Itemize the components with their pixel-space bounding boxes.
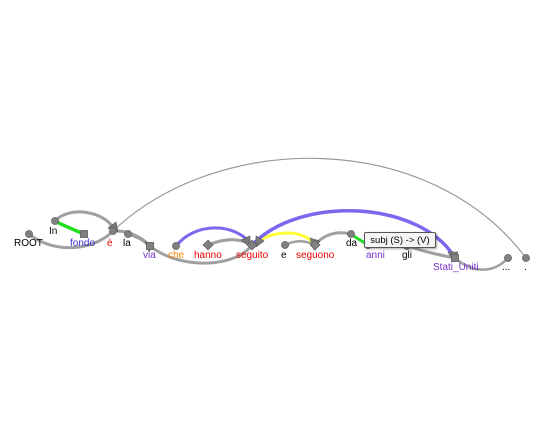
token-label-anni[interactable]: anni	[366, 250, 385, 261]
token-label-punct[interactable]: ...	[502, 262, 510, 273]
token-node-stati-uniti[interactable]	[451, 254, 459, 262]
token-label-via[interactable]: via	[143, 250, 156, 261]
token-node-in[interactable]	[51, 217, 59, 225]
edge-in-e[interactable]	[53, 210, 115, 230]
edge-root-e[interactable]	[27, 229, 115, 249]
edge-stati-seguito[interactable]	[250, 208, 457, 260]
token-node-punct[interactable]	[522, 254, 530, 262]
edge-fondo-in[interactable]	[53, 219, 86, 236]
token-node-la[interactable]	[124, 230, 132, 238]
token-node-seguono[interactable]	[309, 239, 321, 251]
token-node-root[interactable]	[25, 230, 33, 238]
token-label-stati-uniti[interactable]: Stati_Uniti	[433, 262, 479, 273]
token-node-che[interactable]	[172, 242, 180, 250]
token-node-via[interactable]	[146, 242, 154, 250]
arrowhead-seguito-right	[255, 235, 265, 248]
edge-stati-ellipsis[interactable]	[453, 256, 510, 271]
token-node-fondo[interactable]	[80, 230, 88, 238]
token-label-hanno[interactable]: hanno	[194, 250, 222, 261]
dependency-edges	[27, 157, 527, 271]
token-label-punct[interactable]: è	[107, 238, 113, 249]
token-node-e[interactable]	[281, 241, 289, 249]
edge-via-seguito[interactable]	[148, 243, 254, 265]
edge-e-period[interactable]	[112, 157, 527, 259]
token-node-punct[interactable]	[109, 227, 117, 235]
token-label-la[interactable]: la	[123, 238, 131, 249]
token-label-da[interactable]: da	[346, 238, 358, 249]
token-label-fondo[interactable]: fondo	[70, 238, 95, 249]
token-node-da[interactable]	[347, 230, 355, 238]
token-label-gli[interactable]: gli	[402, 250, 412, 261]
token-node-punct[interactable]	[504, 254, 512, 262]
token-label-in[interactable]: In	[49, 226, 57, 237]
token-label-punct[interactable]: .	[524, 262, 527, 273]
token-label-che[interactable]: che	[168, 250, 185, 261]
token-label-e[interactable]: e	[281, 250, 287, 261]
token-node-seguito[interactable]	[246, 239, 258, 251]
token-node-hanno[interactable]	[202, 239, 214, 251]
relation-tooltip: subj (S) -> (V)	[364, 232, 436, 248]
token-label-seguito[interactable]: seguito	[236, 250, 269, 261]
token-label-seguono[interactable]: seguono	[296, 250, 335, 261]
token-label-root[interactable]: ROOT	[14, 238, 43, 249]
